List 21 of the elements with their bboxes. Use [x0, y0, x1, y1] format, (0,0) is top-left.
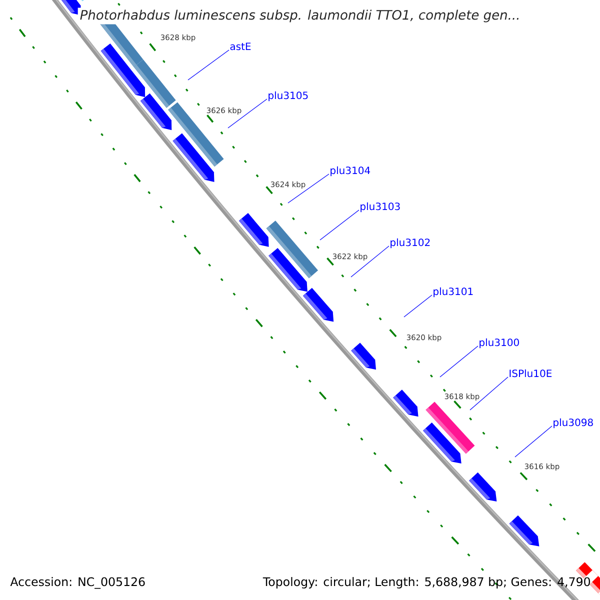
leader-line — [228, 98, 268, 128]
gene-label: plu3101 — [434, 287, 473, 298]
gene-label: plu3098 — [554, 418, 593, 428]
gene-label: astE — [230, 42, 251, 50]
leader-line — [404, 294, 432, 318]
map-title: Photorhabdus luminescens subsp. laumondii TTO1, complete gen... — [78, 8, 522, 24]
leader-line — [470, 376, 508, 410]
gene-label: plu3100 — [480, 338, 519, 348]
leader-line — [188, 50, 230, 80]
gene-label: plu3104 — [330, 166, 370, 176]
leader-line — [440, 346, 478, 378]
gene-label: plu3105 — [268, 91, 308, 102]
gene-label: ISPlu10E — [510, 369, 552, 378]
gene-label: plu3102 — [390, 238, 430, 248]
gene-label: plu3103 — [360, 202, 400, 212]
accession-text: Accession: NC_005126 — [9, 576, 147, 590]
summary-text: Topology: circular; Length: 5,688,987 bp; Genes: 4,790 — [262, 577, 590, 588]
leader-line — [514, 426, 552, 458]
leader-line — [320, 210, 360, 240]
leader-line — [288, 174, 330, 204]
leader-line — [350, 246, 390, 278]
